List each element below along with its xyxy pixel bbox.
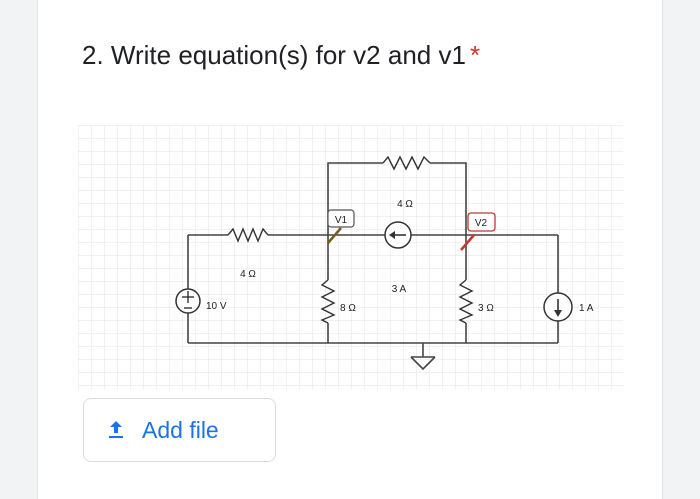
circuit-diagram: V1 V2 4 Ω 4 Ω 8 Ω 3 Ω 10 V 3 A 1 A <box>78 125 623 390</box>
current-source-3a-symbol <box>384 221 412 249</box>
node-v1-box <box>327 209 355 228</box>
question-title: 2. Write equation(s) for v2 and v1* <box>82 40 480 71</box>
node-v1-label: V1 <box>335 215 348 226</box>
resistor-left-symbol <box>227 227 269 243</box>
resistor-top-label: 4 Ω <box>397 199 413 210</box>
upload-icon <box>109 421 123 438</box>
required-asterisk: * <box>469 40 481 70</box>
resistor-middle-symbol <box>320 279 336 324</box>
voltage-source-label: 10 V <box>206 301 227 312</box>
node-v2-box <box>467 212 496 232</box>
circuit-svg: V1 V2 4 Ω 4 Ω 8 Ω 3 Ω 10 V 3 A 1 A <box>78 125 623 390</box>
node-v2-connector <box>460 234 475 251</box>
resistor-right-symbol <box>458 279 474 324</box>
node-v2-label: V2 <box>475 218 488 229</box>
question-title-text: 2. Write equation(s) for v2 and v1 <box>82 40 466 70</box>
node-v1-connector <box>327 227 342 244</box>
add-file-button[interactable]: Add file <box>83 398 276 462</box>
wires <box>187 162 559 371</box>
resistor-right-label: 3 Ω <box>478 303 494 314</box>
current-source-1a-label: 1 A <box>579 303 594 314</box>
grid-background <box>78 125 623 390</box>
voltage-source-symbol <box>175 288 201 314</box>
question-card: 2. Write equation(s) for v2 and v1* <box>37 0 663 499</box>
resistor-middle-label: 8 Ω <box>340 303 356 314</box>
resistor-left-label: 4 Ω <box>240 269 256 280</box>
resistor-top-symbol <box>382 155 431 171</box>
add-file-label: Add file <box>142 416 219 443</box>
current-source-1a-symbol <box>543 292 573 322</box>
current-source-3a-label: 3 A <box>392 284 407 295</box>
